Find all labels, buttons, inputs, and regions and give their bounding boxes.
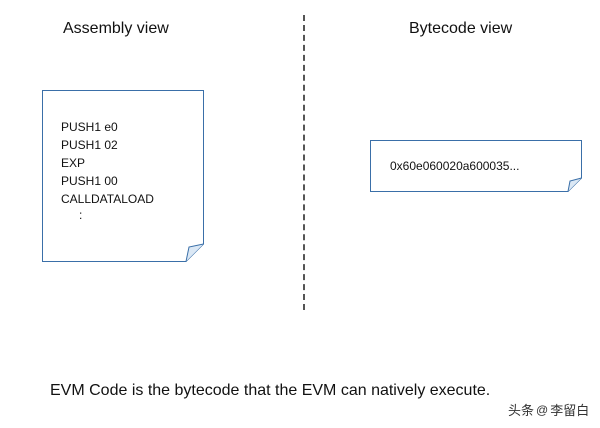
assembly-note-shape	[42, 90, 204, 262]
vertical-dashed-divider	[303, 15, 305, 310]
assembly-continuation: :	[79, 208, 83, 222]
assembly-line: EXP	[61, 156, 86, 170]
assembly-note: PUSH1 e0 PUSH1 02 EXP PUSH1 00 CALLDATAL…	[42, 90, 204, 262]
watermark-at: @	[536, 402, 549, 417]
bytecode-note: 0x60e060020a600035...	[370, 140, 582, 192]
assembly-line: CALLDATALOAD	[61, 192, 154, 206]
assembly-view-title: Assembly view	[63, 20, 169, 37]
watermark: 头条 @ 李留白	[508, 400, 589, 419]
bytecode-note-shape	[370, 140, 582, 192]
bytecode-view-title: Bytecode view	[409, 20, 513, 37]
bytecode-text: 0x60e060020a600035...	[390, 159, 520, 173]
assembly-line: PUSH1 02	[61, 138, 118, 152]
caption: EVM Code is the bytecode that the EVM ca…	[50, 382, 491, 399]
assembly-code-lines: PUSH1 e0 PUSH1 02 EXP PUSH1 00 CALLDATAL…	[61, 118, 154, 222]
assembly-line: PUSH1 00	[61, 174, 118, 188]
assembly-line: PUSH1 e0	[61, 120, 118, 134]
watermark-prefix: 头条	[508, 403, 535, 418]
watermark-author: 李留白	[550, 403, 590, 418]
